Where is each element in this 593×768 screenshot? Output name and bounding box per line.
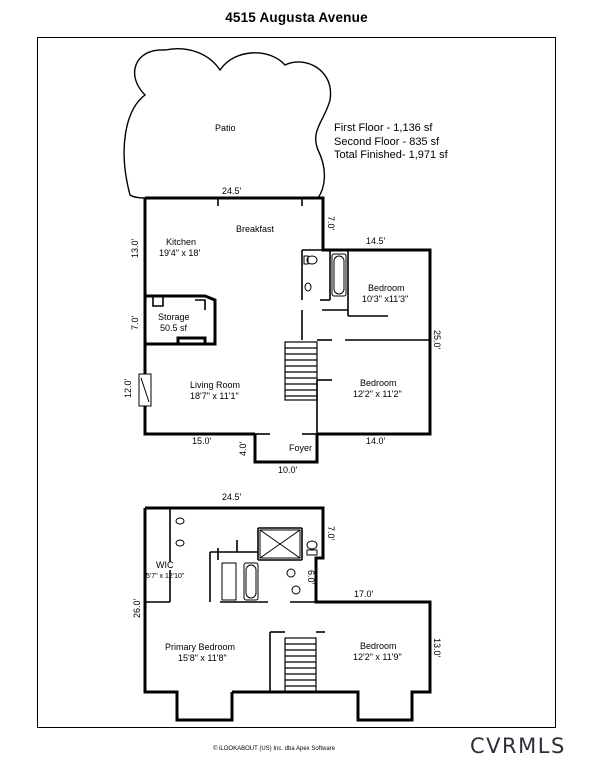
patio-label: Patio (215, 123, 236, 133)
kitchen-label: Kitchen (166, 237, 196, 247)
living-dims: 18'7" x 11'1" (190, 391, 239, 401)
primary-dims: 15'8" x 11'8" (178, 653, 227, 663)
first-floor-interior (152, 198, 430, 435)
second-floor-walls (143, 506, 432, 722)
storage-area: 50.5 sf (160, 323, 188, 333)
second-floor-area: Second Floor - 835 sf (334, 136, 440, 148)
dim-second-inner: 6.0' (306, 570, 316, 585)
second-floor-stairs (284, 637, 317, 693)
living-label: Living Room (190, 380, 240, 390)
cvrmls-logo: CVRMLS (470, 734, 566, 758)
wic-label: WIC (156, 560, 174, 570)
kitchen-dims: 19'4" x 18' (159, 248, 200, 258)
dim-bedroom-top: 14.5' (366, 236, 386, 246)
bedroom2-dims: 12'2" x 11'2" (353, 389, 402, 399)
primary-label: Primary Bedroom (165, 642, 235, 652)
dim-step-width: 17.0' (354, 589, 374, 599)
floorplan-frame (37, 37, 556, 728)
foyer-label: Foyer (289, 443, 312, 453)
dim-foyer-width: 10.0' (278, 465, 298, 475)
fireplace-icon (138, 373, 152, 407)
first-floor-bath-fixtures (303, 253, 347, 297)
dim-second-left: 26.0' (132, 598, 142, 618)
storage-label: Storage (158, 312, 190, 322)
total-area: Total Finished- 1,971 sf (334, 149, 449, 161)
dim-second-top: 24.5' (222, 492, 242, 502)
bedroom1-label: Bedroom (368, 283, 405, 293)
dim-second-right-top: 7.0' (326, 526, 336, 541)
dim-first-top: 24.5' (222, 186, 242, 196)
second-floor-interior (145, 508, 325, 692)
dim-foyer-side: 4.0' (238, 441, 248, 456)
first-floor-walls (143, 196, 432, 464)
patio-outline (123, 48, 332, 199)
bedroom3-label: Bedroom (360, 641, 397, 651)
dim-right-side: 25.0' (432, 330, 442, 350)
copyright-footer: © iLOOKABOUT (US) Inc. dba Apex Software (213, 746, 336, 752)
first-floor-area: First Floor - 1,136 sf (334, 122, 433, 134)
bedroom3-dims: 12'2" x 11'9" (353, 652, 402, 662)
dim-bottom-right: 14.0' (366, 436, 386, 446)
dim-second-right: 13.0' (432, 638, 442, 658)
dim-living-side: 12.0' (123, 378, 133, 398)
page-title: 4515 Augusta Avenue (225, 10, 368, 25)
breakfast-label: Breakfast (236, 224, 275, 234)
dim-storage-side: 7.0' (130, 315, 140, 330)
first-floor-stairs (284, 341, 318, 401)
second-floor-bath-fixtures (175, 517, 318, 601)
bedroom2-label: Bedroom (360, 378, 397, 388)
dim-bottom-left: 15.0' (192, 436, 212, 446)
wic-dims: 5'7" x 12'10" (146, 573, 185, 580)
dim-step: 7.0' (326, 216, 336, 231)
bedroom1-dims: 10'3" x11'3" (362, 294, 408, 304)
dim-kitchen-side: 13.0' (130, 238, 140, 258)
